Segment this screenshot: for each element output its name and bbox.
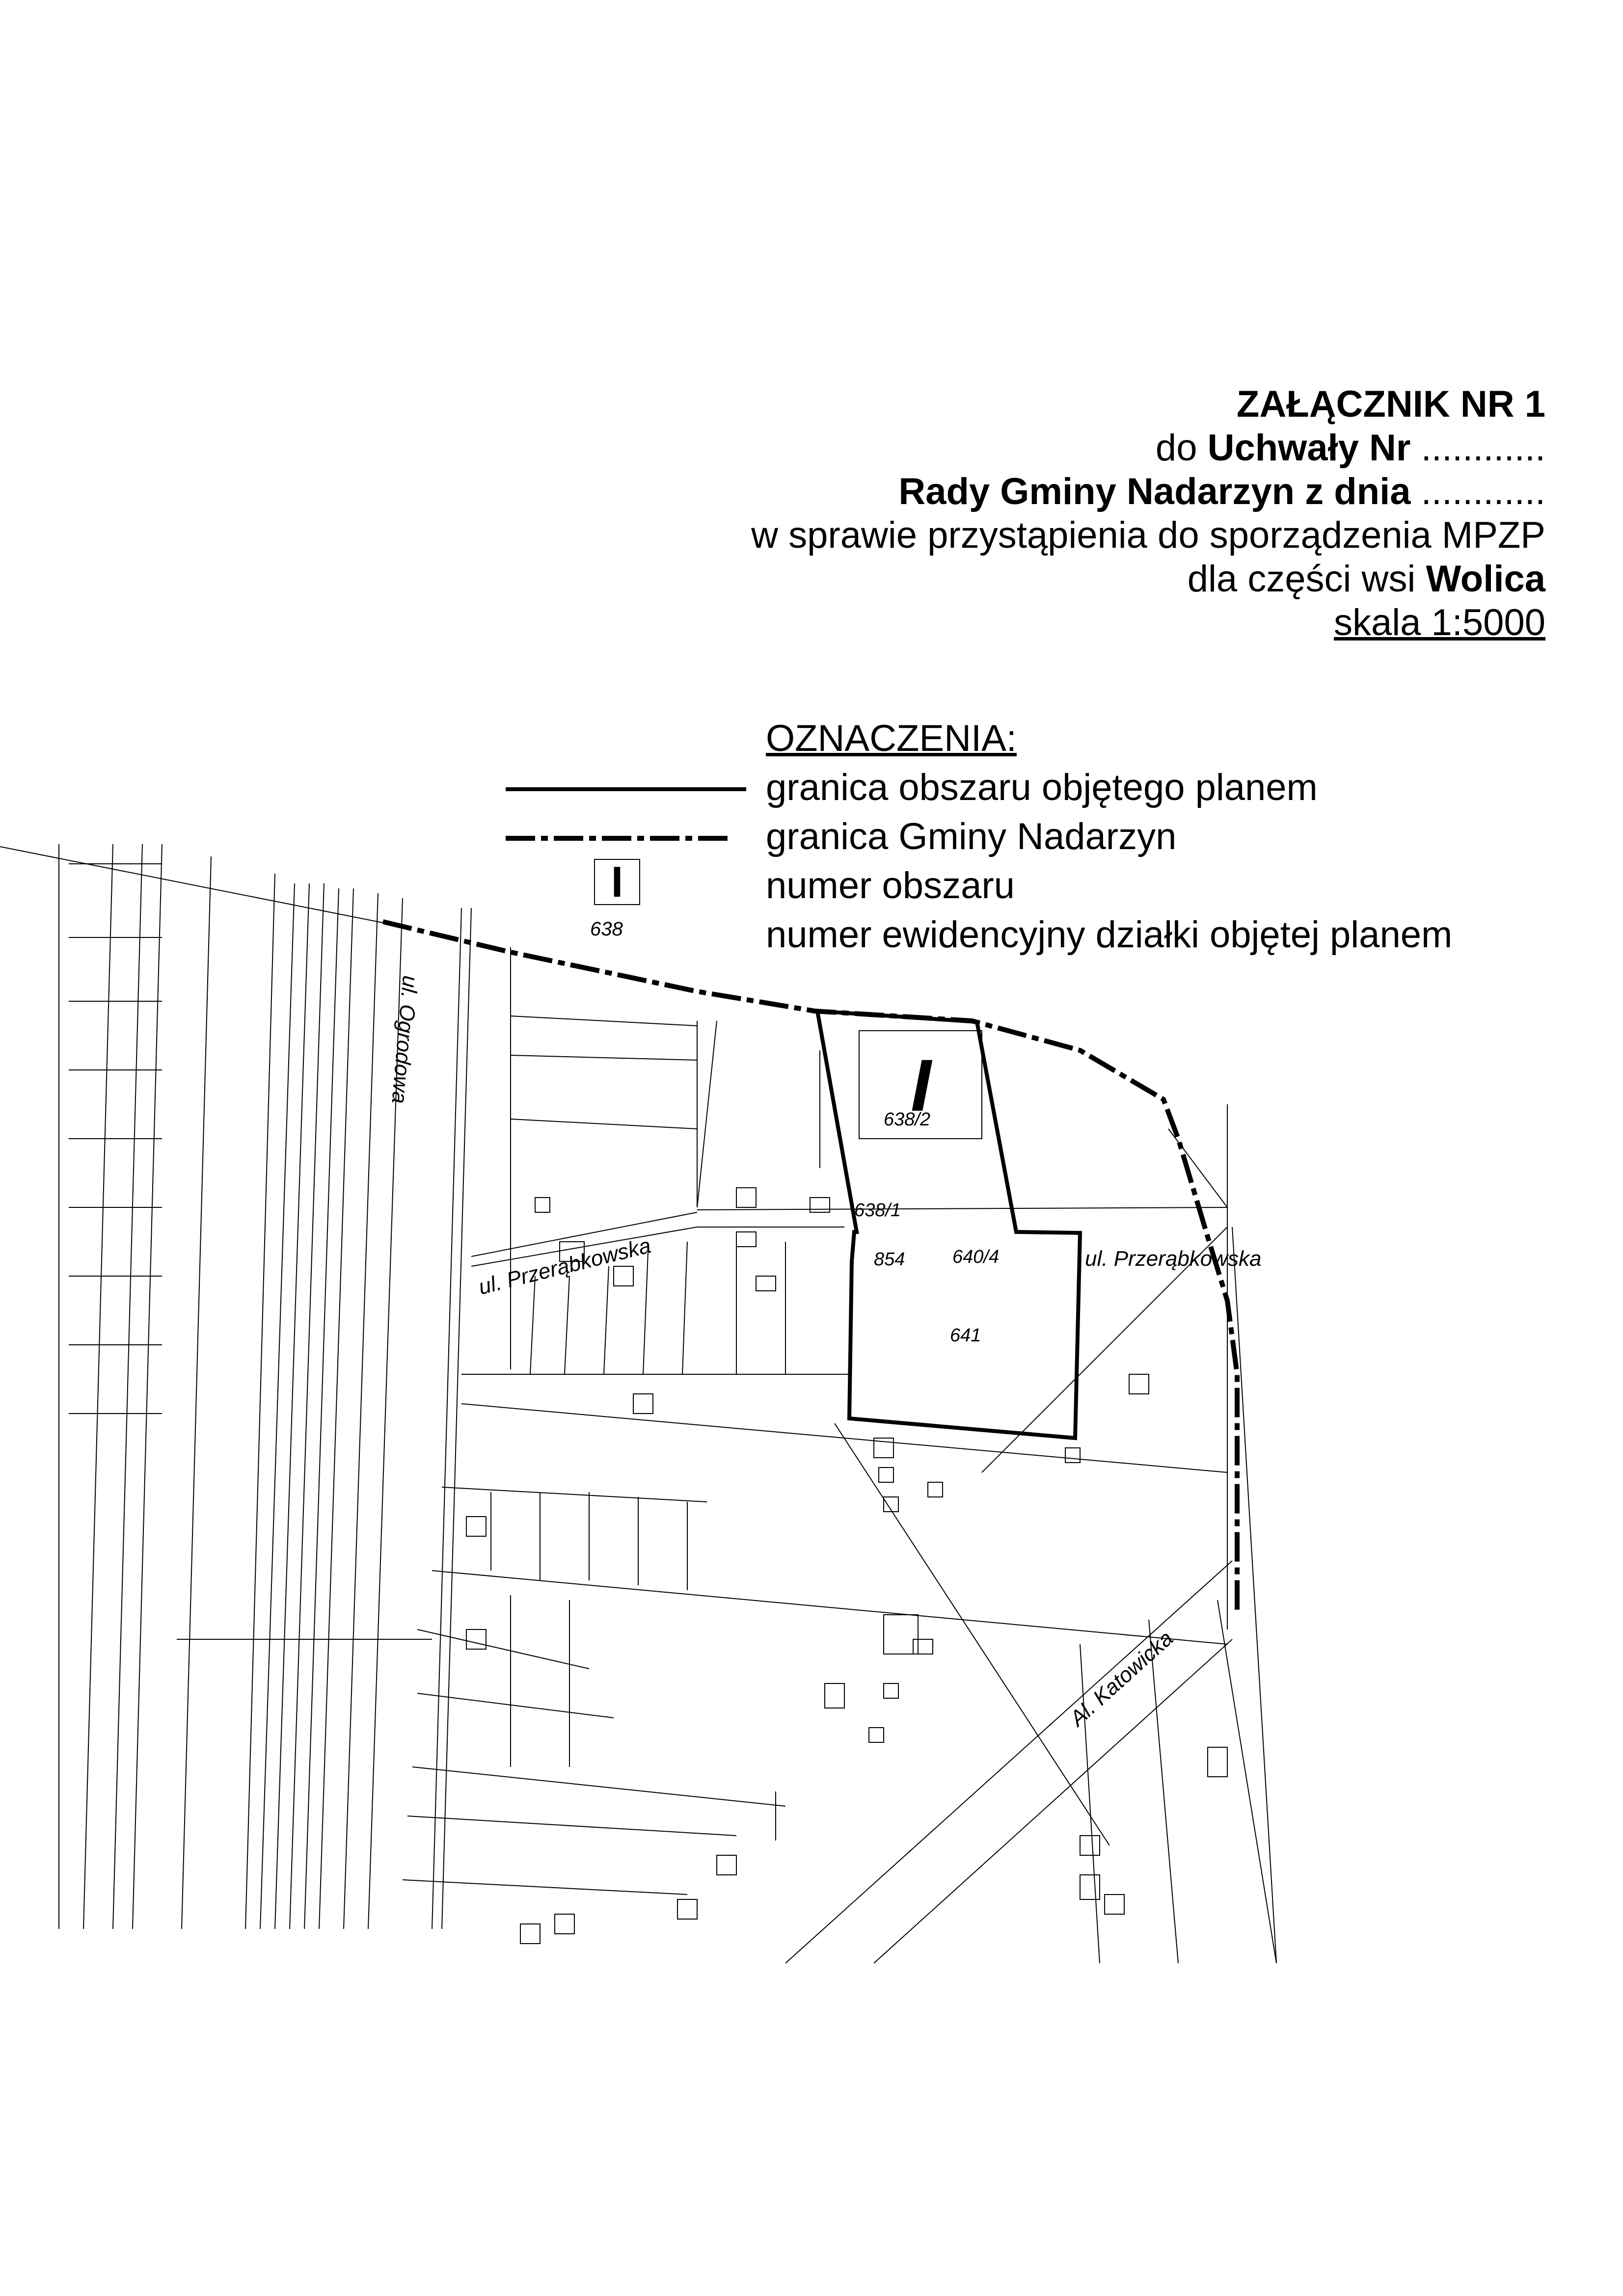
legend-title-row: OZNACZENIA: (506, 717, 1623, 766)
resolution-line: do Uchwały Nr ............ (1155, 427, 1545, 469)
dash-dot-line-symbol (506, 836, 729, 841)
parcel-label-638-1: 638/1 (854, 1200, 901, 1221)
scale-line: skala 1:5000 (1334, 601, 1545, 643)
legend-label: numer obszaru (766, 865, 1015, 907)
area-number-label: I (911, 1044, 931, 1126)
parcel-number-symbol: 638 (590, 918, 623, 940)
cadastral-lines (0, 844, 1277, 1963)
village-line: dla części wsi Wolica (1187, 558, 1545, 600)
street-label-przerabkowska-east: ul. Przerąbkowska (1085, 1247, 1262, 1271)
map-graphics (0, 844, 1277, 1963)
legend-item-parcel-number: 638 numer ewidencyjny działki objętej pl… (506, 913, 1623, 962)
area-number-symbol: I (594, 859, 640, 905)
parcel-label-638-2: 638/2 (884, 1109, 931, 1130)
legend-label: numer ewidencyjny działki objętej planem (766, 914, 1453, 956)
attachment-header: ZAŁĄCZNIK NR 1 do Uchwały Nr ...........… (465, 383, 1545, 644)
subject-line: w sprawie przystąpienia do sporządzenia … (751, 514, 1545, 556)
legend-label: granica Gminy Nadarzyn (766, 816, 1177, 857)
legend-item-area-number: I numer obszaru (506, 859, 1623, 913)
legend-label: granica obszaru objętego planem (766, 767, 1318, 808)
parcel-label-640-4: 640/4 (952, 1247, 1000, 1267)
cadastral-map: I 638/2 638/1 854 640/4 641 ul. Ogrodowa… (0, 834, 1623, 1963)
legend-item-plan-boundary: granica obszaru objętego planem (506, 766, 1623, 815)
legend-title: OZNACZENIA: (766, 718, 1017, 759)
parcel-label-641: 641 (950, 1325, 981, 1346)
parcel-label-854: 854 (874, 1249, 905, 1270)
plan-boundary (815, 1009, 1082, 1441)
council-line: Rady Gminy Nadarzyn z dnia ............ (898, 470, 1545, 512)
legend-item-commune-boundary: granica Gminy Nadarzyn (506, 815, 1623, 864)
attachment-title: ZAŁĄCZNIK NR 1 (1236, 383, 1545, 425)
solid-line-symbol (506, 787, 746, 791)
commune-boundary (382, 919, 1240, 1610)
legend: OZNACZENIA: granica obszaru objętego pla… (506, 717, 1623, 962)
